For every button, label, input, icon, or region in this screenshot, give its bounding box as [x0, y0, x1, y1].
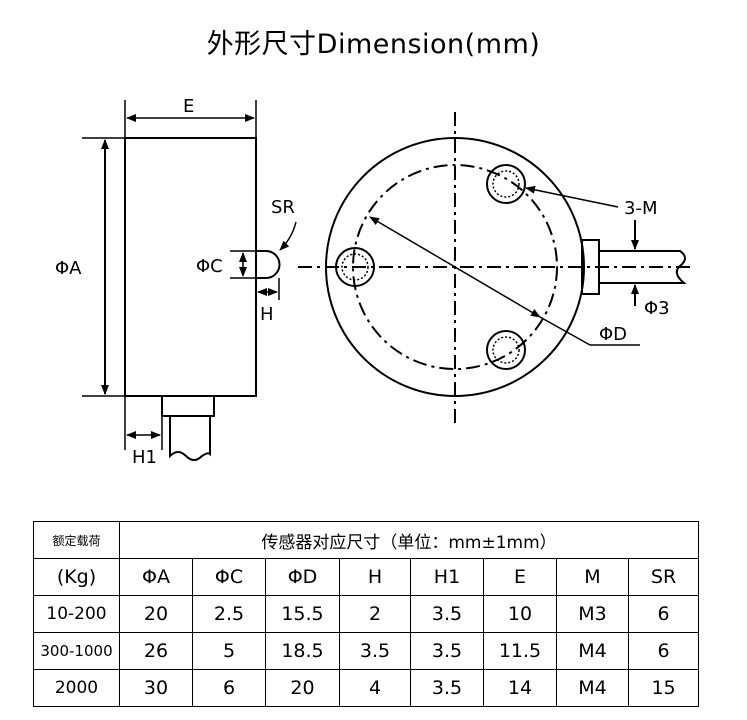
table-cell: 5	[192, 632, 266, 670]
label-c: ΦC	[196, 256, 223, 277]
column-header: ΦA	[119, 558, 193, 596]
table-cell: 30	[119, 669, 193, 707]
dimension-drawing: E ΦA ΦC SR H H1	[55, 96, 690, 468]
table-cell: M3	[556, 595, 629, 633]
column-header: H	[339, 558, 411, 596]
table-cell: 11.5	[483, 632, 557, 670]
table-row: 300-1000 26 5 18.5 3.5 3.5 11.5 M4 6	[33, 632, 700, 670]
column-header: M	[556, 558, 629, 596]
mounting-hole	[486, 164, 526, 204]
table-cell: 18.5	[265, 632, 340, 670]
label-d: ΦD	[599, 324, 627, 345]
load-range: 10-200	[33, 595, 120, 633]
sensor-body-top	[325, 137, 585, 397]
load-header: 额定载荷	[33, 521, 120, 559]
sr-button	[256, 250, 281, 279]
sensor-body-side	[124, 137, 257, 397]
column-header: SR	[627, 558, 700, 596]
table-cell: 2.5	[192, 595, 266, 633]
bottom-stub	[161, 395, 215, 417]
table-cell: 6	[627, 632, 700, 670]
label-sr: SR	[271, 197, 295, 218]
table-cell: 3.5	[339, 632, 411, 670]
table-cell: 3.5	[410, 669, 484, 707]
side-view: E ΦA ΦC SR H H1	[55, 96, 297, 468]
table-cell: 2	[339, 595, 411, 633]
table-cell: 3.5	[410, 632, 484, 670]
table-header-row: 额定载荷 传感器对应尺寸（单位：mm±1mm）	[33, 521, 700, 559]
unit-header: (Kg)	[33, 558, 120, 596]
table-cell: 20	[265, 669, 340, 707]
spec-table: 额定载荷 传感器对应尺寸（单位：mm±1mm） (Kg) ΦA ΦC ΦD H …	[33, 521, 700, 707]
table-cell: 3.5	[410, 595, 484, 633]
label-m: 3-M	[624, 198, 657, 219]
table-row: 10-200 20 2.5 15.5 2 3.5 10 M3 6	[33, 595, 700, 633]
label-h1: H1	[132, 447, 157, 468]
column-header: ΦC	[192, 558, 266, 596]
column-header: H1	[410, 558, 484, 596]
table-cell: 6	[192, 669, 266, 707]
load-range: 2000	[33, 669, 120, 707]
page-title: 外形尺寸Dimension(mm)	[206, 29, 541, 60]
table-column-row: (Kg) ΦA ΦC ΦD H H1 E M SR	[33, 558, 700, 596]
table-cell: 15	[627, 669, 700, 707]
load-range: 300-1000	[33, 632, 120, 670]
table-cell: 4	[339, 669, 411, 707]
bolt-circle	[352, 164, 558, 370]
table-row: 2000 30 6 20 4 3.5 14 M4 15	[33, 669, 700, 707]
label-a: ΦA	[55, 258, 82, 279]
group-header: 传感器对应尺寸（单位：mm±1mm）	[118, 521, 700, 559]
column-header: E	[483, 558, 557, 596]
top-view: 3-M Φ3 ΦD	[298, 112, 690, 425]
table-cell: M4	[556, 632, 629, 670]
table-cell: 6	[627, 595, 700, 633]
cable	[599, 250, 687, 284]
label-cable-dia: Φ3	[644, 298, 670, 319]
column-header: ΦD	[265, 558, 340, 596]
bottom-cable	[169, 416, 211, 461]
table-cell: 20	[119, 595, 193, 633]
label-e: E	[183, 96, 194, 117]
table-cell: 15.5	[265, 595, 340, 633]
mounting-hole	[486, 330, 526, 370]
table-cell: 14	[483, 669, 557, 707]
cable-connector	[581, 239, 600, 295]
label-h: H	[260, 304, 274, 325]
table-cell: 10	[483, 595, 557, 633]
table-cell: M4	[556, 669, 629, 707]
table-cell: 26	[119, 632, 193, 670]
